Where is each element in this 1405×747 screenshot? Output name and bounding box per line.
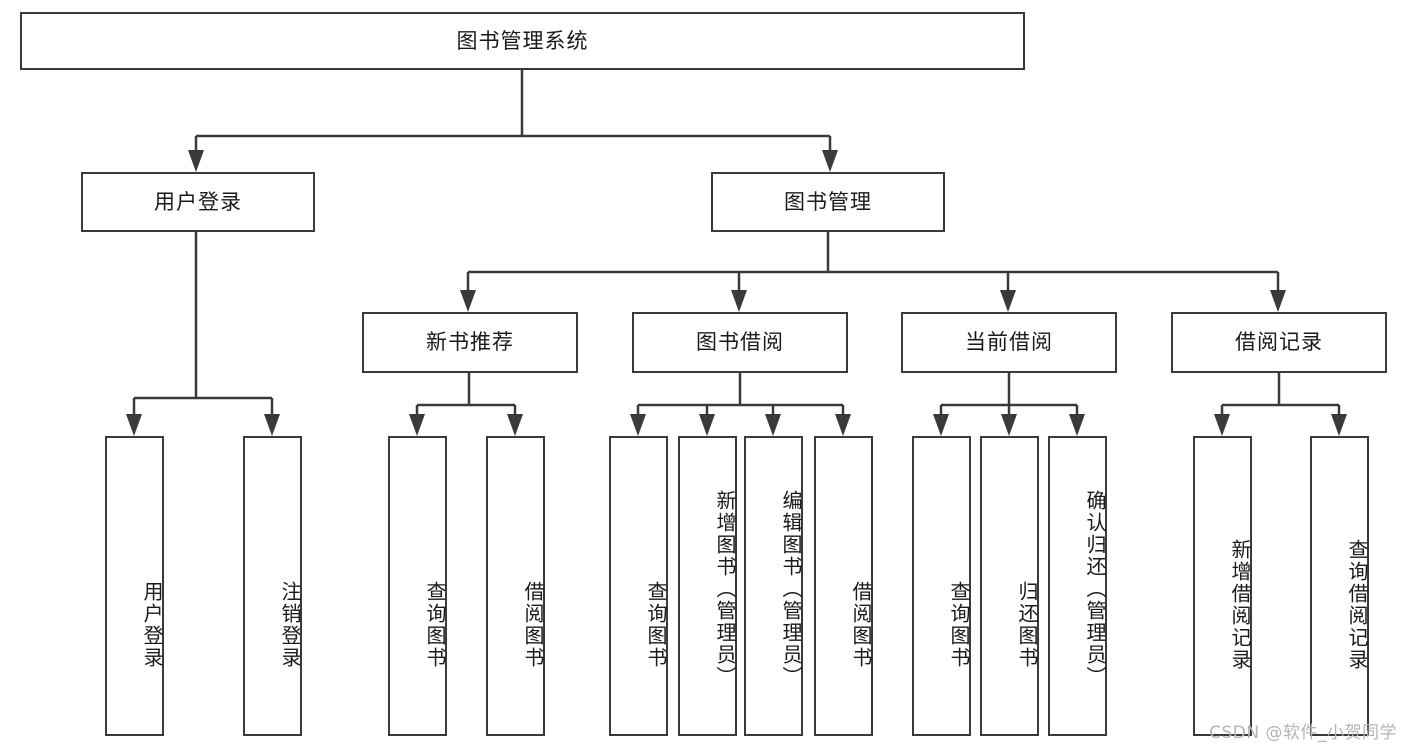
node-leaf-query-book-2[interactable]: 查询图书: [609, 436, 668, 736]
node-leaf-add-book[interactable]: 新增图书（管理员）: [678, 436, 737, 736]
node-label: 新书推荐: [426, 330, 514, 355]
node-new-book-recommend[interactable]: 新书推荐: [362, 312, 578, 373]
node-leaf-user-login[interactable]: 用户登录: [105, 436, 164, 736]
node-root-library-system[interactable]: 图书管理系统: [20, 12, 1025, 70]
node-label: 查询借阅记录: [1345, 539, 1369, 671]
node-label: 图书借阅: [696, 330, 784, 355]
node-label: 图书管理系统: [456, 28, 589, 53]
node-label: 查询图书: [947, 581, 971, 669]
node-leaf-query-record[interactable]: 查询借阅记录: [1310, 436, 1369, 736]
node-leaf-add-record[interactable]: 新增借阅记录: [1193, 436, 1252, 736]
node-leaf-borrow-book-2[interactable]: 借阅图书: [814, 436, 873, 736]
node-label: 借阅记录: [1235, 330, 1323, 355]
node-leaf-return-book[interactable]: 归还图书: [980, 436, 1039, 736]
node-label: 图书管理: [784, 189, 872, 214]
node-label: 用户登录: [140, 581, 164, 669]
node-current-borrow[interactable]: 当前借阅: [901, 312, 1117, 373]
node-user-login[interactable]: 用户登录: [81, 172, 315, 232]
node-label: 借阅图书: [521, 581, 545, 669]
node-label: 当前借阅: [965, 330, 1053, 355]
node-leaf-query-book-1[interactable]: 查询图书: [388, 436, 447, 736]
node-label: 查询图书: [423, 581, 447, 669]
node-label: 新增借阅记录: [1228, 539, 1252, 671]
watermark-text: CSDN @软件_小贺同学: [1209, 723, 1397, 743]
node-label: 用户登录: [154, 189, 242, 214]
node-borrow-record[interactable]: 借阅记录: [1171, 312, 1387, 373]
node-leaf-logout[interactable]: 注销登录: [243, 436, 302, 736]
node-leaf-confirm-return[interactable]: 确认归还（管理员）: [1048, 436, 1107, 736]
node-leaf-query-book-3[interactable]: 查询图书: [912, 436, 971, 736]
node-label: 新增图书（管理员）: [713, 490, 737, 688]
node-book-management[interactable]: 图书管理: [711, 172, 945, 232]
node-book-borrow[interactable]: 图书借阅: [632, 312, 848, 373]
node-leaf-borrow-book-1[interactable]: 借阅图书: [486, 436, 545, 736]
node-label: 查询图书: [644, 581, 668, 669]
node-leaf-edit-book[interactable]: 编辑图书（管理员）: [744, 436, 803, 736]
node-label: 注销登录: [278, 581, 302, 669]
node-label: 归还图书: [1015, 581, 1039, 669]
node-label: 编辑图书（管理员）: [779, 490, 803, 688]
node-label: 借阅图书: [849, 581, 873, 669]
node-label: 确认归还（管理员）: [1083, 490, 1107, 688]
